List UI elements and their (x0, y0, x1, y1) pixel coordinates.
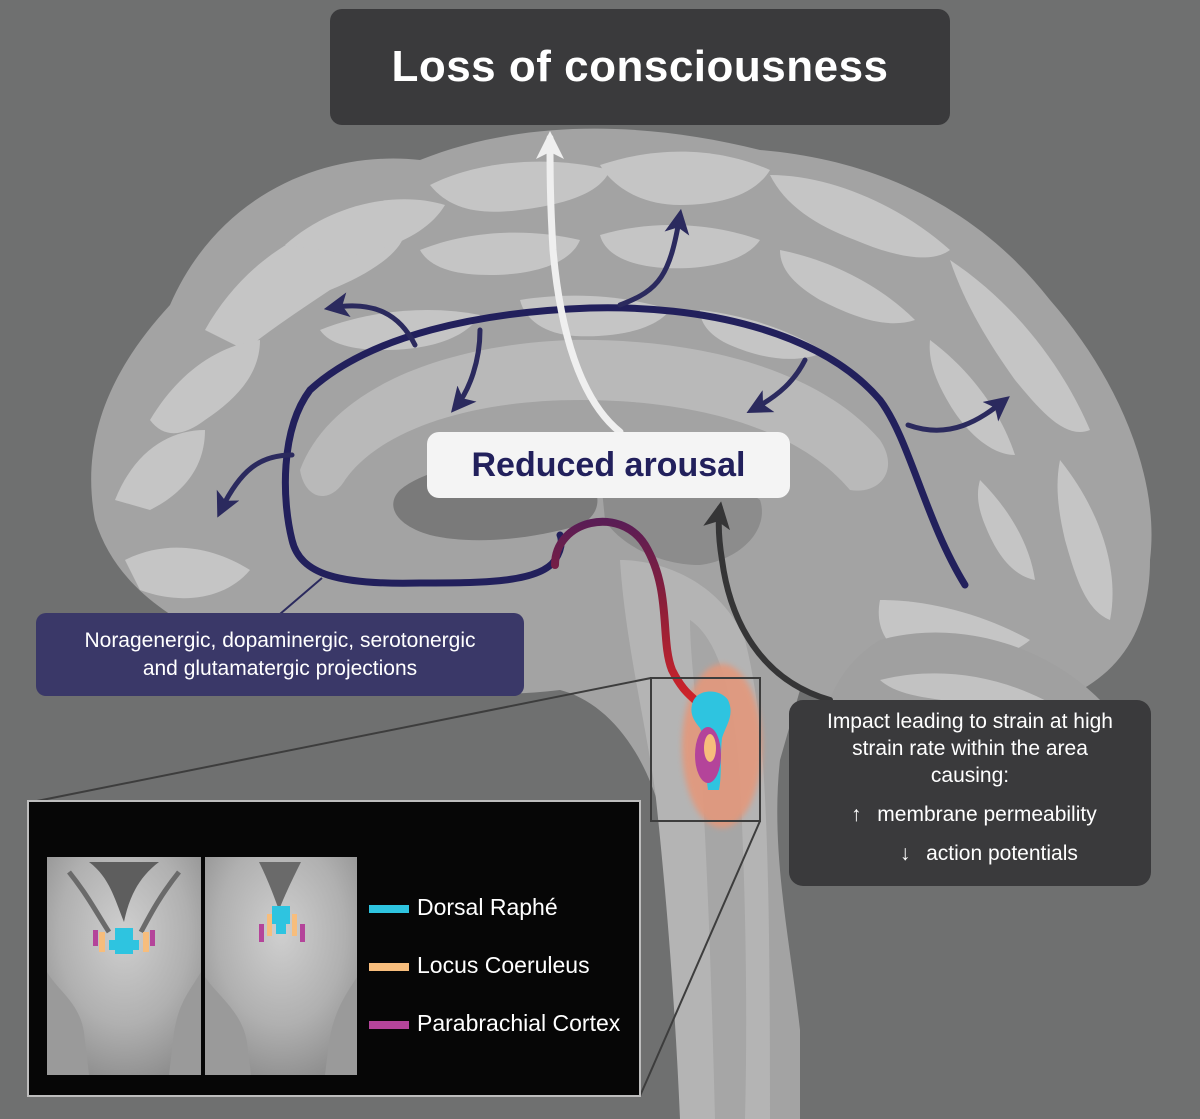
zoom-line-top (31, 677, 652, 803)
zoom-line-bottom (639, 820, 761, 1097)
legend-label-parabrachial-cortex: Parabrachial Cortex (417, 1010, 621, 1036)
brain-outline (91, 128, 1152, 1119)
ascending-pathway (551, 517, 699, 704)
arousal-text: Reduced arousal (471, 445, 746, 484)
projection-branches (216, 208, 1010, 518)
impact-line-3: causing: (930, 764, 1010, 787)
zoom-box (650, 677, 761, 822)
legend-swatch-locus-coeruleus (369, 963, 409, 971)
mri-slice-2 (205, 857, 357, 1075)
impact-line-1: Impact leading to strain at high (826, 710, 1113, 733)
effect-permeability-text: membrane permeability (877, 803, 1097, 826)
arrow-impact-to-arousal (703, 501, 833, 703)
projections-line-2: and glutamatergic projections (142, 656, 418, 680)
corpus-callosum (300, 339, 889, 497)
projections-line-1: Noragenergic, dopaminergic, serotonergic (84, 628, 476, 652)
brainstem-nuclei (691, 691, 731, 790)
projections-box: Noragenergic, dopaminergic, serotonergic… (36, 613, 524, 696)
down-arrow-icon: ↓ (899, 842, 911, 865)
effect-action-potentials-text: action potentials (926, 842, 1078, 865)
effect-permeability: ↑ membrane permeability (843, 801, 1097, 828)
impact-box: Impact leading to strain at high strain … (789, 700, 1151, 886)
locus-coeruleus-marker (704, 734, 716, 762)
impact-region (682, 664, 762, 828)
legend-label-locus-coeruleus: Locus Coeruleus (417, 952, 590, 978)
legend-swatch-parabrachial-cortex (369, 1021, 409, 1029)
mri-slices (47, 857, 357, 1075)
up-arrow-icon: ↑ (851, 803, 862, 826)
effect-action-potentials: ↓ action potentials (892, 840, 1078, 867)
legend-swatch-dorsal-raphe (369, 905, 409, 913)
mri-inset-panel: Dorsal Raphé Locus Coeruleus Parabrachia… (27, 800, 641, 1097)
mri-slice-1 (47, 857, 201, 1075)
projection-arc (281, 304, 969, 589)
arousal-box: Reduced arousal (427, 432, 790, 498)
legend-label-dorsal-raphe: Dorsal Raphé (417, 894, 558, 920)
projections-leader (279, 577, 323, 615)
arrow-to-consciousness (536, 131, 624, 436)
title-box: Loss of consciousness (330, 9, 950, 125)
impact-line-2: strain rate within the area (852, 737, 1088, 760)
title-text: Loss of consciousness (391, 42, 889, 91)
